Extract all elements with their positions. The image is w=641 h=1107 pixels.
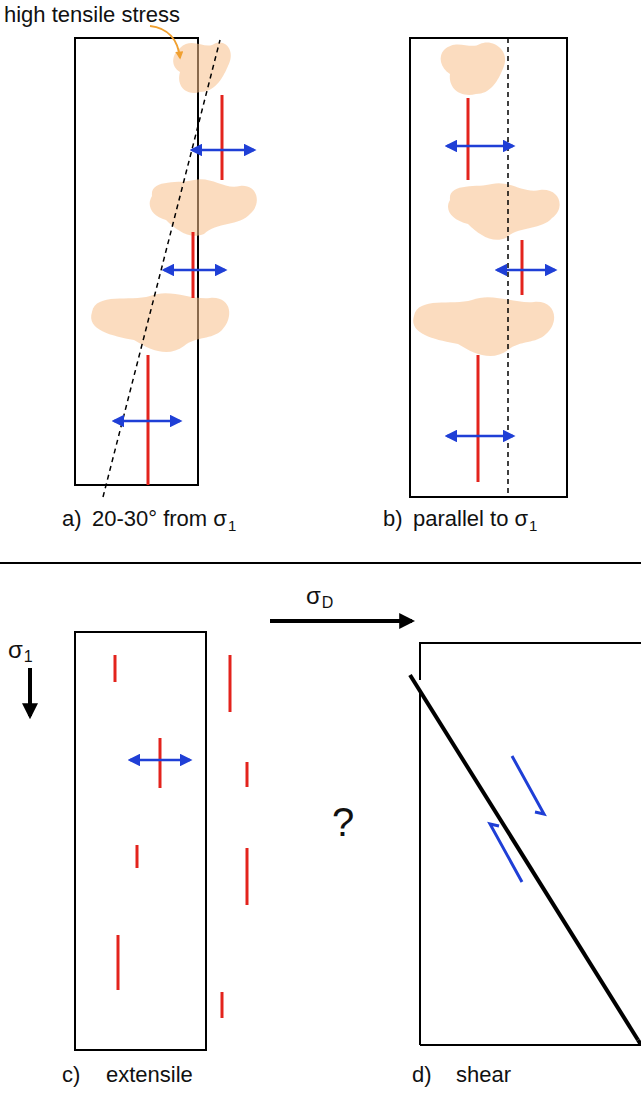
panel-b xyxy=(410,38,567,497)
panel-a xyxy=(75,26,257,497)
subscript: 1 xyxy=(228,518,236,533)
panel-letter: b) xyxy=(383,508,403,530)
panel-d xyxy=(410,643,641,1045)
panel-caption: shear xyxy=(456,1064,511,1086)
question-mark: ? xyxy=(332,802,354,842)
panel-caption: 20-30° from σ xyxy=(92,508,227,530)
panel-letter: a) xyxy=(62,508,82,530)
note-label: high tensile stress xyxy=(4,4,180,26)
panel-c xyxy=(75,632,247,1050)
panel-caption: parallel to σ xyxy=(413,508,528,530)
subscript: 1 xyxy=(24,649,33,665)
subscript: D xyxy=(322,595,334,611)
subscript: 1 xyxy=(529,518,537,533)
stress-symbol: σ xyxy=(306,584,321,608)
panel-letter: d) xyxy=(412,1064,432,1086)
stress-symbol: σ xyxy=(8,638,23,662)
panel-letter: c) xyxy=(62,1064,80,1086)
panel-caption: extensile xyxy=(106,1064,193,1086)
divider xyxy=(0,562,641,564)
